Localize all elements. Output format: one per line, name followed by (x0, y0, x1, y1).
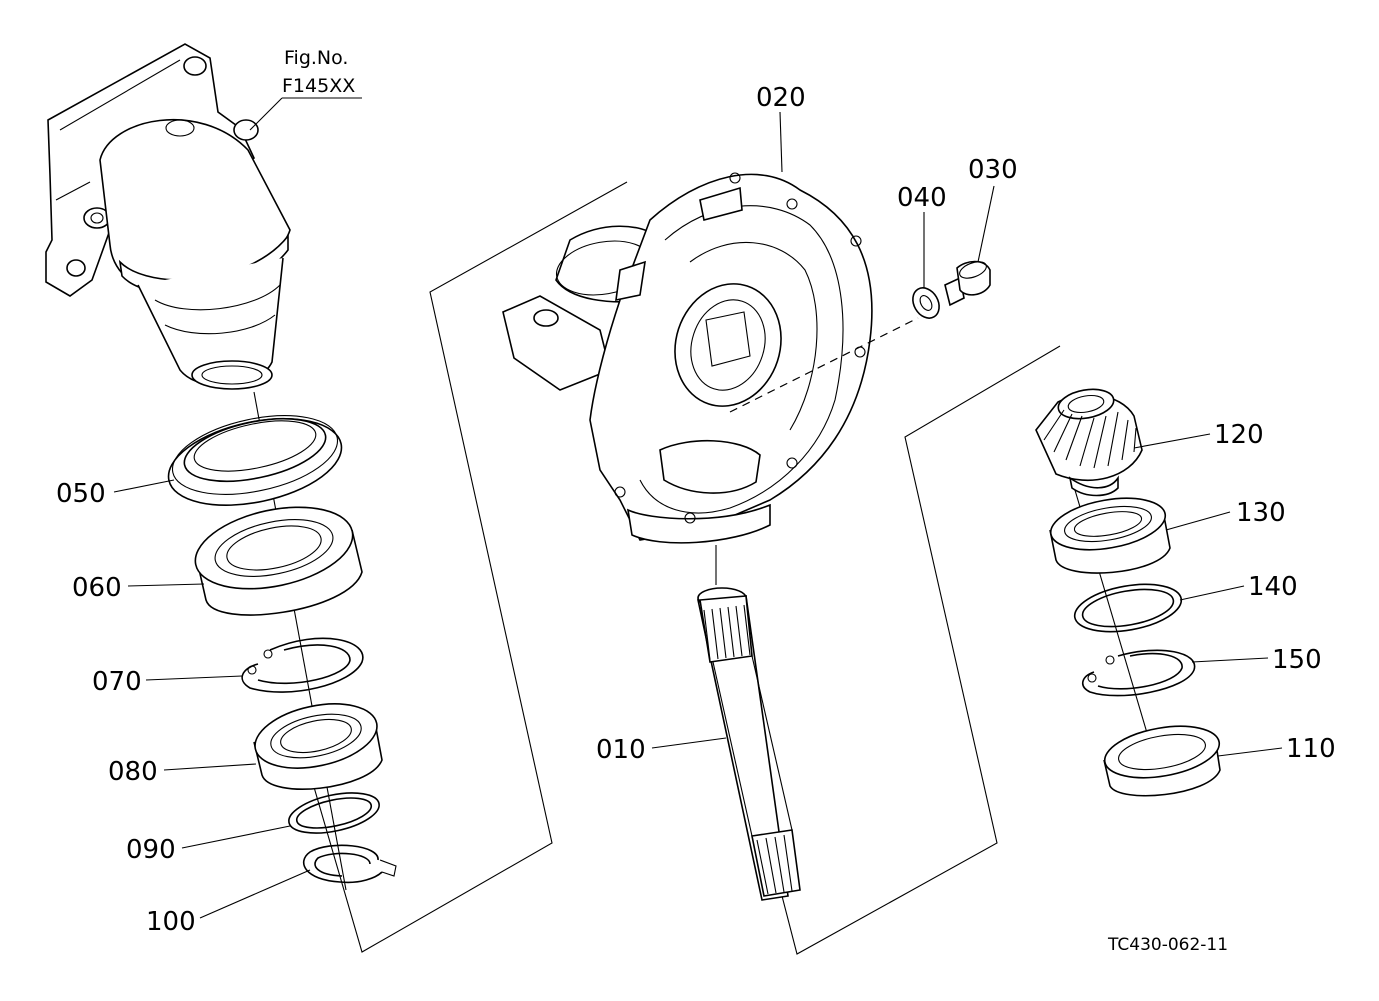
drawing-reference: TC430-062-11 (1107, 935, 1228, 955)
label-030: 030 (968, 155, 1018, 185)
group-bracket-left (292, 181, 628, 953)
bearing-080 (253, 703, 383, 790)
bearing-130 (1049, 497, 1171, 574)
label-080: 080 (108, 757, 158, 787)
fig-label: Fig.No. (284, 47, 348, 69)
upper-housing-part (45, 43, 291, 390)
label-020: 020 (756, 83, 806, 113)
label-140: 140 (1248, 572, 1298, 602)
bevel-gear-120 (1035, 388, 1143, 497)
label-010: 010 (596, 735, 646, 765)
oil-seal-050 (167, 415, 343, 506)
gear-case-020 (502, 172, 873, 544)
label-050: 050 (56, 479, 106, 509)
leader-lines (113, 111, 1283, 919)
label-110: 110 (1286, 734, 1336, 764)
label-070: 070 (92, 667, 142, 697)
label-120: 120 (1214, 420, 1264, 450)
label-040: 040 (897, 183, 947, 213)
washer-140 (1073, 583, 1183, 633)
label-130: 130 (1236, 498, 1286, 528)
washer-040 (912, 287, 940, 319)
oil-seal-110 (1103, 725, 1221, 797)
label-100: 100 (146, 907, 196, 937)
label-090: 090 (126, 835, 176, 865)
snap-ring-070 (241, 637, 364, 693)
figure-number-callout: Fig.No. F145XX (249, 47, 362, 131)
snap-ring-150 (1082, 649, 1196, 697)
circlip-100 (302, 844, 397, 884)
label-150: 150 (1272, 645, 1322, 675)
assembly-dash-line (729, 317, 919, 413)
shaft-010 (697, 545, 801, 901)
washer-090 (288, 792, 380, 834)
plug-030 (944, 260, 991, 307)
label-060: 060 (72, 573, 122, 603)
fig-number: F145XX (282, 75, 355, 97)
bearing-060 (194, 506, 363, 616)
